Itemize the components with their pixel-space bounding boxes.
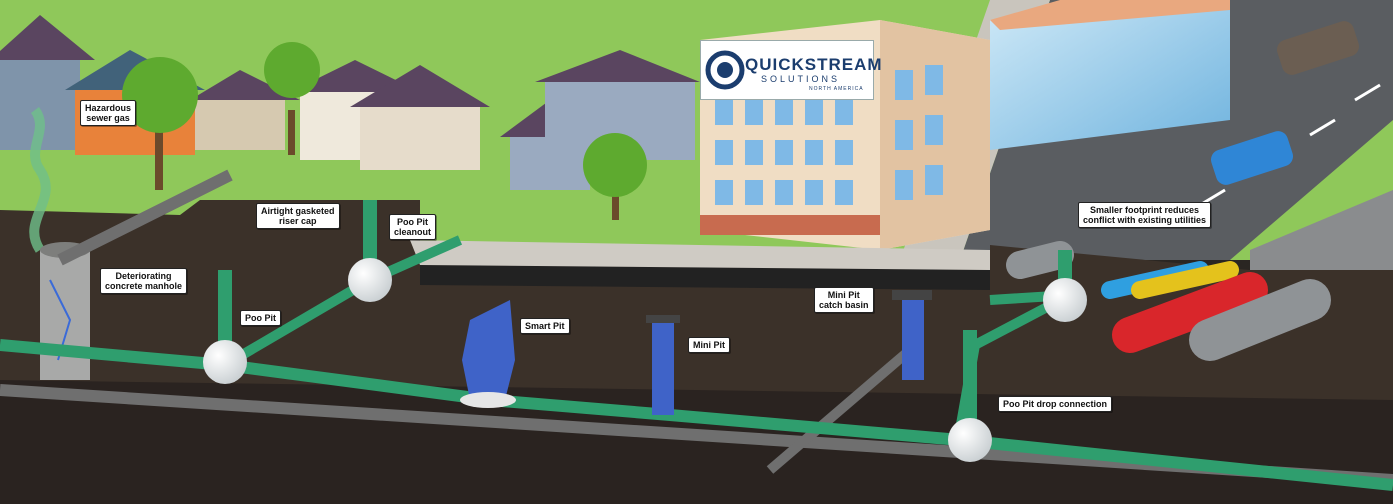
label-line: conflict with existing utilities (1083, 215, 1207, 225)
label-smart-pit: Smart Pit (520, 318, 570, 334)
label-line: cleanout (394, 227, 432, 237)
label-line: Smart Pit (525, 321, 565, 331)
mini-pit (646, 315, 680, 415)
label-line: Hazardous (85, 103, 132, 113)
green-lateral-pipe (57, 169, 233, 266)
sewer-gas-plume (29, 107, 51, 253)
label-line: sewer gas (86, 113, 130, 123)
brand-sign: QUICKSTREAM SOLUTIONS NORTH AMERICA (700, 40, 882, 100)
mini-pit-catch-basin (892, 290, 932, 380)
trees (122, 42, 647, 220)
label-mini-pit-catch-basin: Mini Pit catch basin (814, 287, 874, 313)
label-poo-pit: Poo Pit (240, 310, 281, 326)
label-poo-pit-cleanout: Poo Pit cleanout (389, 214, 437, 240)
poo-pit-right (1043, 250, 1087, 322)
label-line: Deteriorating (115, 271, 172, 281)
label-smaller-footprint: Smaller footprint reduces conflict with … (1078, 202, 1212, 228)
existing-utilities (1006, 241, 1331, 361)
label-line: riser cap (278, 216, 317, 226)
office-building (700, 0, 1230, 250)
label-line: Smaller footprint reduces (1089, 205, 1200, 215)
label-poo-pit-drop-connection: Poo Pit drop connection (998, 396, 1112, 412)
brand-logo-icon (705, 50, 745, 90)
label-line: catch basin (819, 300, 869, 310)
label-line: Mini Pit (827, 290, 860, 300)
label-hazardous-sewer-gas: Hazardous sewer gas (80, 100, 137, 126)
brand-subtitle: SOLUTIONS (761, 74, 841, 84)
poo-pit-cleanout (348, 200, 392, 302)
label-deteriorating-manhole: Deteriorating concrete manhole (100, 268, 188, 294)
label-riser-cap: Airtight gasketed riser cap (256, 203, 340, 229)
label-line: Poo Pit (397, 217, 428, 227)
road-cross-section (1250, 190, 1393, 270)
smart-pit (460, 300, 516, 408)
label-line: Poo Pit drop connection (1003, 399, 1107, 409)
poo-pit-left (203, 270, 247, 384)
houses (0, 15, 700, 190)
brand-region: NORTH AMERICA (809, 86, 864, 92)
brand-name: QUICKSTREAM (745, 55, 883, 74)
label-mini-pit: Mini Pit (688, 337, 730, 353)
cars (1210, 21, 1360, 185)
label-line: Airtight gasketed (261, 206, 335, 216)
label-line: Poo Pit (245, 313, 276, 323)
green-main-sewer (0, 339, 1393, 491)
label-line: concrete manhole (105, 281, 183, 291)
label-line: Mini Pit (693, 340, 725, 350)
diagonal-lateral (766, 346, 914, 474)
poo-pit-drop (948, 330, 992, 462)
